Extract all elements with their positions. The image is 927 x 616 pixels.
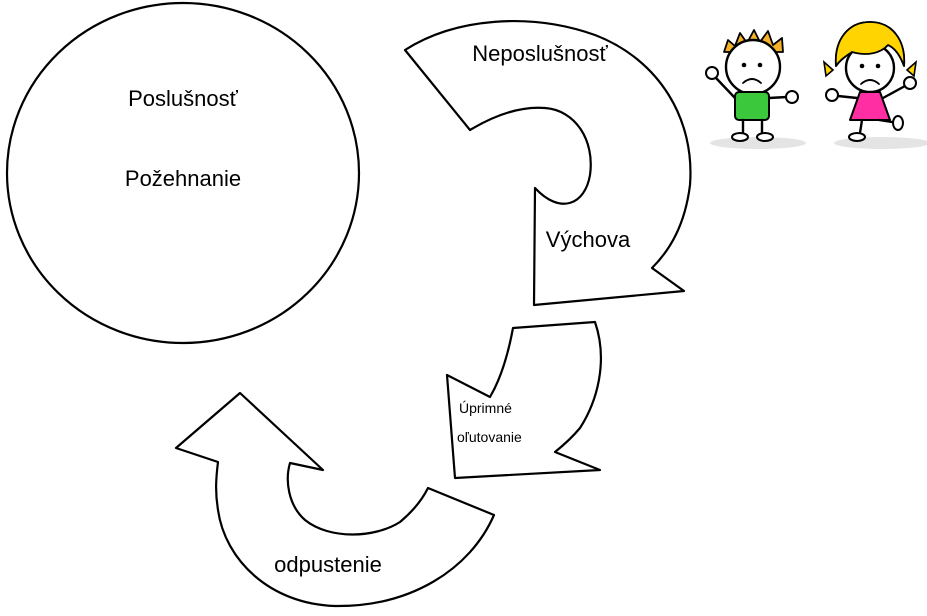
discipline-label: Výchova [546, 227, 631, 252]
sad-boy-icon [705, 29, 799, 142]
forgiveness-arrow: odpustenie [174, 391, 496, 608]
sad-girl-icon [822, 21, 918, 142]
disobedience-arrow: Neposlušnosť Výchova [403, 20, 692, 307]
repentance-arrow: Úprimné oľutovanie [445, 320, 602, 480]
obedience-label: Poslušnosť [128, 86, 239, 111]
forgiveness-label: odpustenie [274, 552, 382, 577]
repentance-label-line2: oľutovanie [457, 429, 522, 445]
obedience-circle: Poslušnosť Požehnanie [5, 1, 361, 345]
repentance-label-line1: Úprimné [459, 400, 512, 416]
blessing-label: Požehnanie [125, 166, 241, 191]
sad-children-icon [705, 21, 927, 149]
disobedience-label: Neposlušnosť [472, 41, 608, 66]
